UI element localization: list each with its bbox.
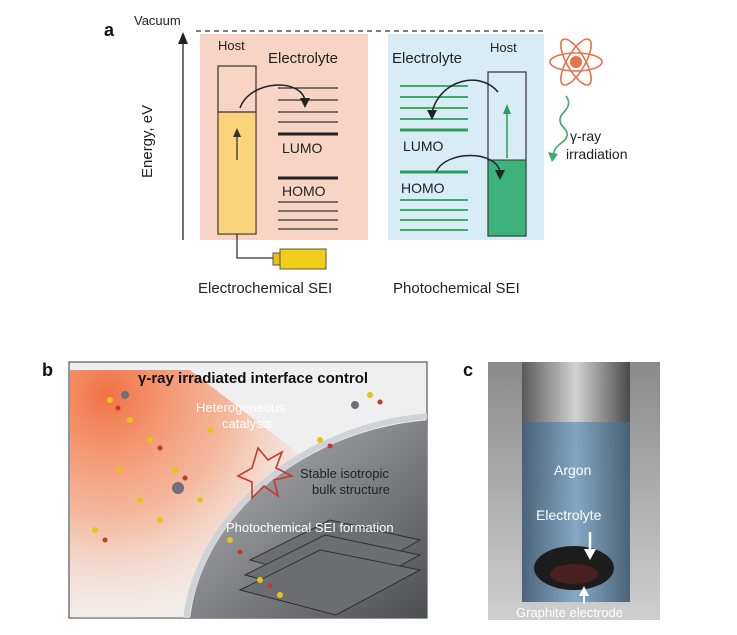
energy-axis-arrowhead [178,32,188,44]
left-up-arrow [233,128,241,137]
vacuum-label: Vacuum [134,13,181,28]
catalysis-label-line1: Heterogeneous [196,400,285,415]
right-transfer-arrow-bottom [435,154,501,173]
sei-layer [183,413,427,618]
graphite-electrode-label: Graphite electrode [516,605,623,620]
panel-b-title: γ-ray irradiated interface control [138,370,369,387]
right-host-fill [487,159,527,237]
graphite-layers [238,519,422,616]
panel-c-letter: c [463,360,474,380]
right-electrolyte-label: Electrolyte [392,50,463,67]
electrochemical-sei-caption: Electrochemical SEI [198,280,333,297]
left-electrolyte-label: Electrolyte [268,50,339,67]
panel-b-letter: b [42,360,53,380]
battery-wire [236,234,274,259]
electrolyte-label: Electrolyte [536,507,602,523]
right-homo-label: HOMO [401,180,445,196]
gamma-label-line2: irradiation [566,146,628,162]
atom-icon [549,38,603,86]
panel-a-letter: a [104,20,115,40]
molecule-cluster [92,392,373,598]
argon-label: Argon [554,462,592,478]
stable-label-line1: Stable isotropic [300,466,389,481]
catalysis-spark-icon [236,446,295,500]
sei-formation-label: Photochemical SEI formation [226,520,394,535]
vial-cap [522,362,630,422]
gamma-label-line1: γ-ray [570,128,602,144]
left-lumo-label: LUMO [282,140,323,156]
battery-cap [272,252,281,266]
photochemical-sei-caption: Photochemical SEI [393,280,520,297]
panel-a-diagram [178,30,603,270]
electrolyte-arrow [584,549,596,560]
left-host-label: Host [218,38,245,53]
catalysis-label-line2: catalysis [222,416,272,431]
right-host-label: Host [490,40,517,55]
right-up-arrow [503,104,511,114]
graphite-arrow [579,586,589,596]
stable-label-line2: bulk structure [312,482,391,497]
gamma-wave-arrow [552,95,570,159]
left-homo-label: HOMO [282,183,326,199]
left-transfer-arrow [239,84,306,109]
right-lumo-label: LUMO [403,138,444,154]
right-transfer-arrow-top [431,79,499,113]
